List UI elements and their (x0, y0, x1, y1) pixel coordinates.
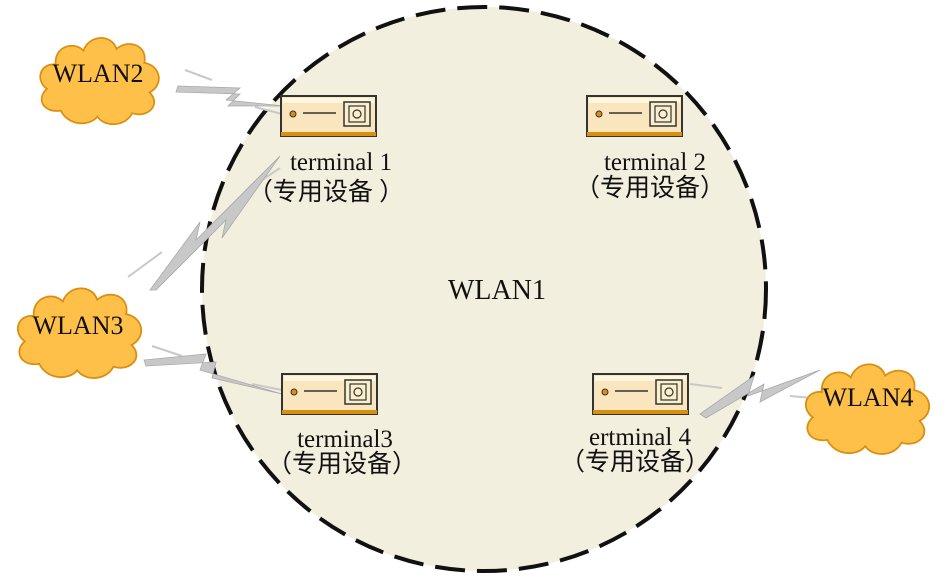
cloud-label-wlan3: WLAN3 (33, 311, 124, 340)
cloud-label-wlan2: WLAN2 (53, 59, 144, 88)
terminal-3-type: （专用设备） (267, 450, 417, 478)
cloud-label-wlan4: WLAN4 (823, 383, 914, 412)
terminal-1 (280, 95, 377, 137)
cloud-wlan3: WLAN3 (16, 287, 143, 380)
terminal-3-name: terminal3 (297, 426, 393, 453)
terminal-2-type: （专用设备） (575, 174, 725, 202)
terminal-4-name: ertminal 4 (589, 424, 692, 451)
server-device-icon (592, 373, 689, 415)
server-device-icon (586, 95, 683, 137)
wireless-link-icon (175, 69, 285, 115)
wlan1-label: WLAN1 (448, 275, 546, 306)
wlan1-network-zone: WLAN1 (200, 5, 768, 573)
terminal-3 (281, 373, 378, 415)
cloud-wlan2: WLAN2 (39, 36, 160, 126)
cloud-wlan4: WLAN4 (804, 363, 931, 455)
wireless-links (127, 69, 821, 419)
server-device-icon (280, 95, 377, 137)
wlan1-boundary-circle (200, 5, 768, 573)
wireless-link-icon (143, 345, 283, 395)
terminal-1-type: （专用设备 ） (248, 178, 404, 206)
wireless-link-icon (127, 155, 281, 291)
terminal-4 (592, 373, 689, 415)
server-device-icon (281, 373, 378, 415)
terminal-1-name: terminal 1 (290, 149, 392, 176)
terminal-2-name: terminal 2 (604, 149, 706, 176)
terminal-2 (586, 95, 683, 137)
terminal-4-type: （专用设备） (560, 448, 710, 476)
